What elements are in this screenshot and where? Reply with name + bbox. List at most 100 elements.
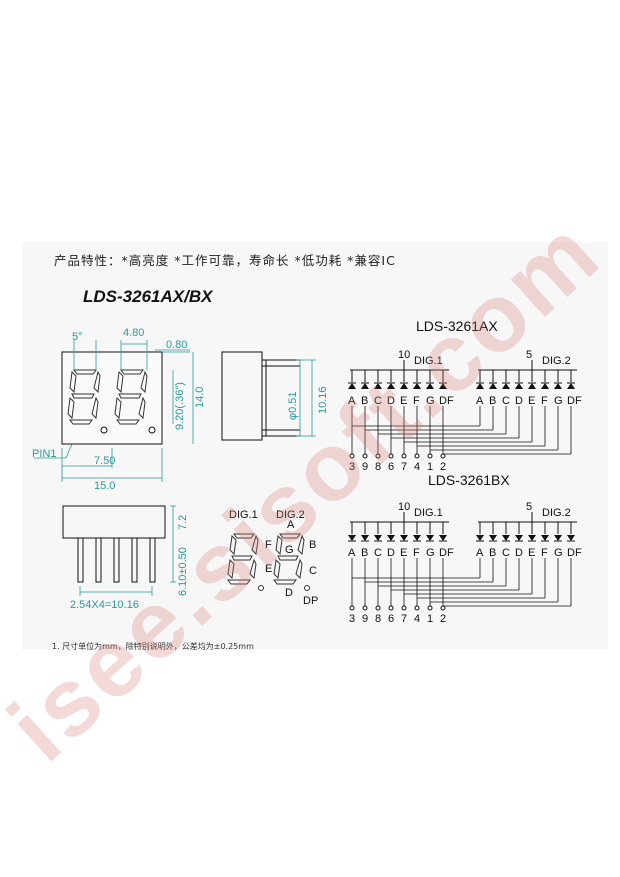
ax-d1-diode-DF: [439, 383, 447, 389]
model-title: LDS-3261AX/BX: [83, 287, 213, 306]
bx-d1-diode-C: [374, 535, 382, 541]
ax-d2-seg-E: E: [528, 395, 535, 407]
legend-dig1: DIG.1: [229, 509, 258, 521]
bx-d2-diode-DF: [567, 535, 575, 541]
bx-d2-diode-C: [502, 535, 510, 541]
ax-d1-seg-DF: DF: [439, 395, 454, 407]
bx-d1-seg-F: F: [413, 547, 420, 559]
ax-pin-dot-0: [349, 453, 355, 459]
ax-d1-seg-C: C: [374, 395, 382, 407]
bx-dig1-label: DIG.1: [414, 507, 443, 519]
legend-seg-b: B: [309, 539, 316, 551]
bx-pin-4: 7: [401, 613, 407, 625]
bx-d2-diode-E: [528, 535, 536, 541]
bx-d1-seg-G: G: [426, 547, 435, 559]
bx-d1-diode-D: [387, 535, 395, 541]
ax-d1-seg-G: G: [426, 395, 435, 407]
bx-d2-seg-A: A: [476, 547, 484, 559]
legend-seg-f: F: [265, 539, 272, 551]
bx-d2-diode-F: [541, 535, 549, 541]
ax-pin-6: 1: [427, 461, 433, 473]
ax-pin-7: 2: [440, 461, 446, 473]
dim-width: 15.0: [94, 480, 115, 492]
front-view-dimensions: [34, 340, 194, 482]
ax-d2-seg-DF: DF: [567, 395, 582, 407]
ax-dig2-label: DIG.2: [542, 355, 571, 367]
side-view: [221, 351, 300, 441]
bx-d2-diode-D: [515, 535, 523, 541]
bx-pin-6: 1: [427, 613, 433, 625]
legend-dig2: DIG.2: [276, 509, 305, 521]
bx-d2-diode-B: [489, 535, 497, 541]
dim-pin-length: 6.10±0.50: [177, 547, 189, 596]
bx-pin-0: 3: [349, 613, 355, 625]
bx-pin-dot-5: [414, 605, 420, 611]
ax-d1-diode-A: [348, 383, 356, 389]
bx-d2-seg-F: F: [541, 547, 548, 559]
bx-pin-1: 9: [362, 613, 368, 625]
ax-dig2-pin: 5: [526, 349, 532, 361]
bx-dig2-pin: 5: [526, 501, 532, 513]
ax-d1-diode-E: [400, 383, 408, 389]
ax-pin-dot-7: [440, 453, 446, 459]
bx-d1-diode-G: [426, 535, 434, 541]
ax-pin-dot-5: [414, 453, 420, 459]
legend-seg-a: A: [287, 519, 295, 531]
bx-d1-diode-E: [400, 535, 408, 541]
dim-half-width: 7.50: [94, 455, 115, 467]
ax-pin-dot-6: [427, 453, 433, 459]
ax-d1-seg-B: B: [361, 395, 368, 407]
schematic-ax-title: LDS-3261AX: [416, 318, 498, 334]
bx-d1-diode-F: [413, 535, 421, 541]
bx-pin-dot-0: [349, 605, 355, 611]
side-view-dimensions: [296, 359, 316, 437]
ax-dig1-pin: 10: [398, 349, 410, 361]
dim-body-height: 7.2: [177, 515, 189, 530]
ax-d2-diode-A: [476, 383, 484, 389]
ax-d1-diode-B: [361, 383, 369, 389]
bottom-view: [62, 505, 166, 583]
ax-d1-seg-D: D: [387, 395, 395, 407]
schematic-bx-title: LDS-3261BX: [428, 472, 510, 488]
ax-d2-diode-B: [489, 383, 497, 389]
ax-pin-dot-4: [401, 453, 407, 459]
ax-d2-diode-F: [541, 383, 549, 389]
bx-d1-seg-DF: DF: [439, 547, 454, 559]
bx-pin-dot-2: [375, 605, 381, 611]
front-view: [61, 351, 163, 445]
ax-d2-seg-C: C: [502, 395, 510, 407]
ax-dig1-label: DIG.1: [414, 355, 443, 367]
bx-pin-dot-1: [362, 605, 368, 611]
ax-d2-seg-A: A: [476, 395, 484, 407]
ax-d1-seg-E: E: [400, 395, 407, 407]
bx-d2-seg-E: E: [528, 547, 535, 559]
bx-pin-5: 4: [414, 613, 420, 625]
legend-seg-g: G: [285, 544, 294, 556]
bx-d2-seg-C: C: [502, 547, 510, 559]
bx-d2-diode-G: [554, 535, 562, 541]
bottom-view-dimensions: [79, 505, 176, 596]
ax-pin-5: 4: [414, 461, 420, 473]
dim-depth: 10.16: [317, 386, 329, 414]
legend-seg-e: E: [265, 563, 272, 575]
bx-d2-seg-B: B: [489, 547, 496, 559]
bx-d2-seg-D: D: [515, 547, 523, 559]
segment-legend: [227, 533, 310, 591]
product-features: 产品特性：*高亮度 *工作可靠，寿命长 *低功耗 *兼容IC: [54, 253, 396, 268]
ax-d2-diode-DF: [567, 383, 575, 389]
ax-d2-diode-C: [502, 383, 510, 389]
ax-pin-3: 6: [388, 461, 394, 473]
ax-pin-dot-3: [388, 453, 394, 459]
legend-seg-dp: DP: [303, 595, 318, 607]
ax-pin-2: 8: [375, 461, 381, 473]
ax-d2-diode-G: [554, 383, 562, 389]
ax-pin-0: 3: [349, 461, 355, 473]
bx-d1-seg-C: C: [374, 547, 382, 559]
ax-d2-diode-D: [515, 383, 523, 389]
bx-pin-dot-4: [401, 605, 407, 611]
bx-d1-seg-B: B: [361, 547, 368, 559]
bx-pin-dot-7: [440, 605, 446, 611]
ax-pin-dot-1: [362, 453, 368, 459]
dim-height: 14.0: [194, 387, 206, 408]
